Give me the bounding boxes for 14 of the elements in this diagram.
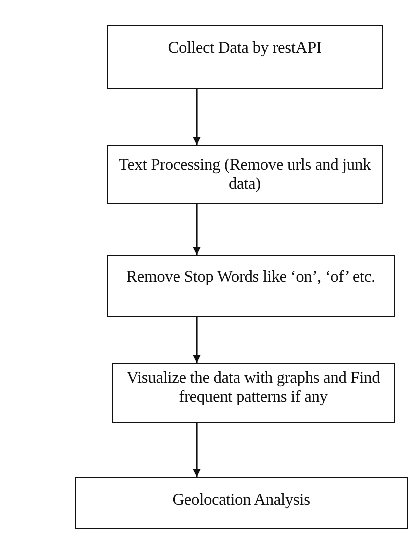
arrow: [193, 89, 201, 145]
step-label: Text Processing (Remove urls and junk data): [118, 155, 372, 193]
process-box: [107, 255, 395, 317]
arrow: [193, 317, 201, 363]
step-label: Visualize the data with graphs and Find frequent patterns if any: [126, 368, 382, 406]
process-box: [107, 25, 383, 89]
step-label: Geolocation Analysis: [172, 490, 312, 509]
process-box: [107, 145, 383, 204]
step-label: Remove Stop Words like ‘on’, ‘of’ etc.: [126, 267, 376, 286]
arrow: [193, 204, 201, 255]
step-label: Collect Data by restAPI: [167, 38, 323, 57]
process-box: [75, 477, 408, 529]
arrow: [193, 423, 201, 477]
process-box: [112, 363, 395, 423]
